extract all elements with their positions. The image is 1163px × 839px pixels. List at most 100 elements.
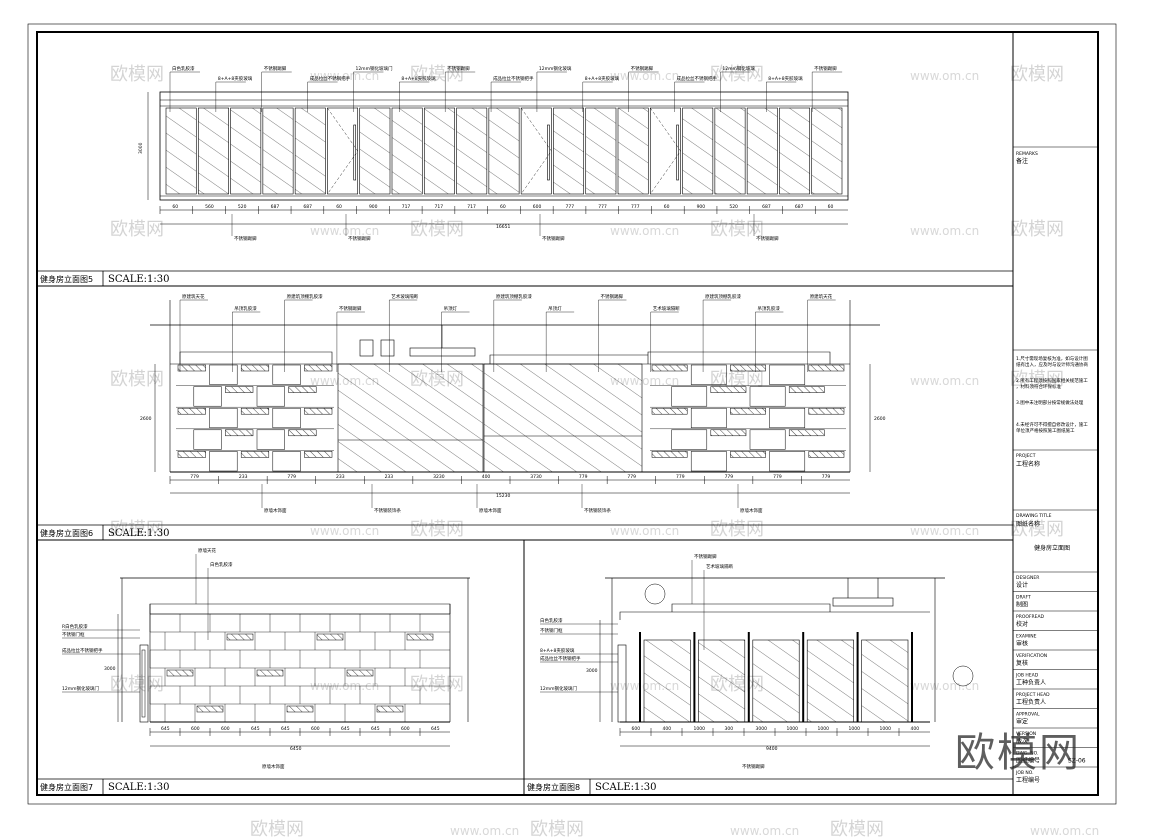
elev7-material-label: 原墙天花 [198, 547, 216, 554]
titleblock-note: 2.所有工程须按照国家相关规范施工 [1016, 377, 1088, 384]
watermark-site: www.om.cn [1030, 824, 1099, 838]
elev5-bottom-label: 不锈钢踢脚 [348, 235, 371, 242]
elev6-material-label: 不锈钢踢脚 [600, 293, 623, 300]
elev6-dim-value: 3230 [433, 474, 445, 480]
titleblock-field-value: 设计 [1016, 581, 1028, 589]
elev5-material-label: 白色乳胶漆 [172, 65, 195, 72]
elev6-wall-tile [209, 407, 238, 429]
watermark-site: www.om.cn [610, 224, 679, 238]
elev8-material-label: 不锈钢门框 [540, 627, 563, 634]
elev6-wall-tile [710, 429, 747, 437]
title-block: REMARKS 备注 1.尺寸需现场复核为准，如与设计图纸有出入，应及时与设计师… [1013, 146, 1098, 784]
elev7-wall-tile [286, 705, 314, 713]
elev6-wall-tile [690, 407, 727, 429]
elev6-wall-tile [808, 407, 845, 415]
watermark-site: www.om.cn [610, 524, 679, 538]
titleblock-note: 3.图中未注明部分按常规做法处理 [1016, 399, 1084, 406]
elev7-material-label: R白色乳胶漆 [62, 623, 88, 630]
elev6-dim-value: 3730 [530, 474, 542, 480]
watermark-logo: 欧模网 [710, 519, 764, 540]
elev5-dim-value: 520 [238, 204, 247, 210]
elev6-wall-tile [177, 451, 206, 458]
elev5-dim-value: 717 [434, 204, 443, 210]
elev5-glass-panel [779, 107, 811, 195]
outer-frame [27, 23, 1117, 805]
elev5-dim-value: 560 [205, 204, 214, 210]
elev5-glass-panel [811, 107, 843, 195]
elev5-glass-panel [553, 107, 585, 195]
elev6-material-label: 原建筑顶棚乳胶漆 [496, 293, 532, 300]
elev6-wall-tile [225, 386, 254, 393]
drawing-number: SZ-06 [1068, 758, 1086, 765]
elev8-glass-panel [752, 639, 800, 723]
elev5-total: 16651 [496, 224, 510, 230]
elev5-dim-value: 717 [467, 204, 476, 210]
elev5-glass-panel [488, 107, 520, 195]
elev7-total: 6450 [290, 746, 302, 752]
titleblock-field-value: 图纸编号 [1016, 757, 1040, 765]
elev6-dim-value: 400 [482, 474, 491, 480]
elev5-material-label: 8+A+8夹胶玻璃 [585, 75, 620, 82]
watermark-site: www.om.cn [910, 224, 979, 238]
elev5-glass-panel [682, 107, 714, 195]
elev6-wall-tile [749, 386, 786, 407]
elev6-wall-tile [651, 451, 688, 458]
elev6-dim-value: 779 [773, 474, 782, 480]
titleblock-field-label: EXAMINE [1016, 634, 1037, 640]
titleblock-field-label: DRAFT [1016, 595, 1031, 601]
elev6-height: 2600 [140, 416, 152, 422]
elev6-wall-tile [272, 364, 301, 385]
elev5-glass-panel [746, 107, 778, 195]
elev7-dim-value: 645 [371, 726, 380, 732]
elev6-wall-tile [288, 429, 317, 437]
titleblock-note: 纸有出入，应及时与设计师沟通协商 [1016, 361, 1088, 368]
elev7-wall-tile [406, 633, 434, 641]
elev6-material-label: 艺术玻璃隔断 [653, 305, 680, 312]
elev5-dim-value: 900 [369, 204, 378, 210]
elev7-height: 3000 [104, 666, 116, 672]
elev6-wall-tile [788, 386, 825, 393]
watermark-logo: 欧模网 [110, 64, 164, 85]
elev5-dim-value: 777 [598, 204, 607, 210]
elev5-dim-value: 687 [271, 204, 280, 210]
elev7-dim-value: 645 [341, 726, 350, 732]
watermark-site: www.om.cn [910, 679, 979, 693]
titleblock-note: ，材料须符合环保标准 [1016, 383, 1061, 390]
elev6-wall-tile [288, 386, 317, 393]
elev6-wall-tile [240, 451, 270, 458]
elev6-material-label: 吊顶灯 [548, 305, 562, 312]
elev6-wall-tile [769, 451, 806, 472]
elev7-dim-value: 645 [251, 726, 260, 732]
watermark-logo: 欧模网 [110, 369, 164, 390]
titleblock-field-value: 制图 [1016, 601, 1028, 609]
elev6-wall-tile [193, 386, 222, 407]
watermark-logo: 欧模网 [410, 219, 464, 240]
elev5-glass-panel [165, 107, 197, 195]
elev6-wall-tile [304, 407, 333, 415]
elev8-dim-value: 1000 [818, 726, 830, 732]
titleblock-field-value: 审核 [1016, 640, 1028, 648]
elev6-wall-tile [651, 364, 688, 372]
elev6-dim-value: 779 [725, 474, 734, 480]
titleblock-field-value: 审定 [1016, 718, 1028, 726]
watermark-logo: 欧模网 [530, 819, 584, 839]
elev5-dim-value: 687 [795, 204, 804, 210]
elev8-material-label: 不锈钢踢脚 [694, 553, 717, 560]
elev6-wall-tile [209, 451, 238, 472]
elev5-bottom-label: 不锈钢踢脚 [542, 235, 565, 242]
elev8-dim-value: 1000 [694, 726, 706, 732]
elev6-wall-tile [240, 407, 270, 415]
elev6-material-label: 原建筑顶棚乳胶漆 [705, 293, 741, 300]
elev5-material-label: 成品拉丝不锈钢把手 [310, 75, 351, 82]
watermark-site: www.om.cn [310, 524, 379, 538]
elev5-height: 3000 [138, 142, 144, 154]
elev7-wall-tile [376, 705, 404, 713]
elev5-glass-panel [617, 107, 649, 195]
elev8-bottom-note: 不锈钢踢脚 [742, 763, 765, 770]
elev6-material-label: 吊顶乳胶漆 [234, 305, 257, 312]
elev6-wall-tile [788, 429, 825, 437]
elev5-dim-value: 600 [533, 204, 542, 210]
watermark-logo: 欧模网 [1010, 369, 1064, 390]
drawing-title-text: 图纸名称 [1016, 520, 1040, 528]
